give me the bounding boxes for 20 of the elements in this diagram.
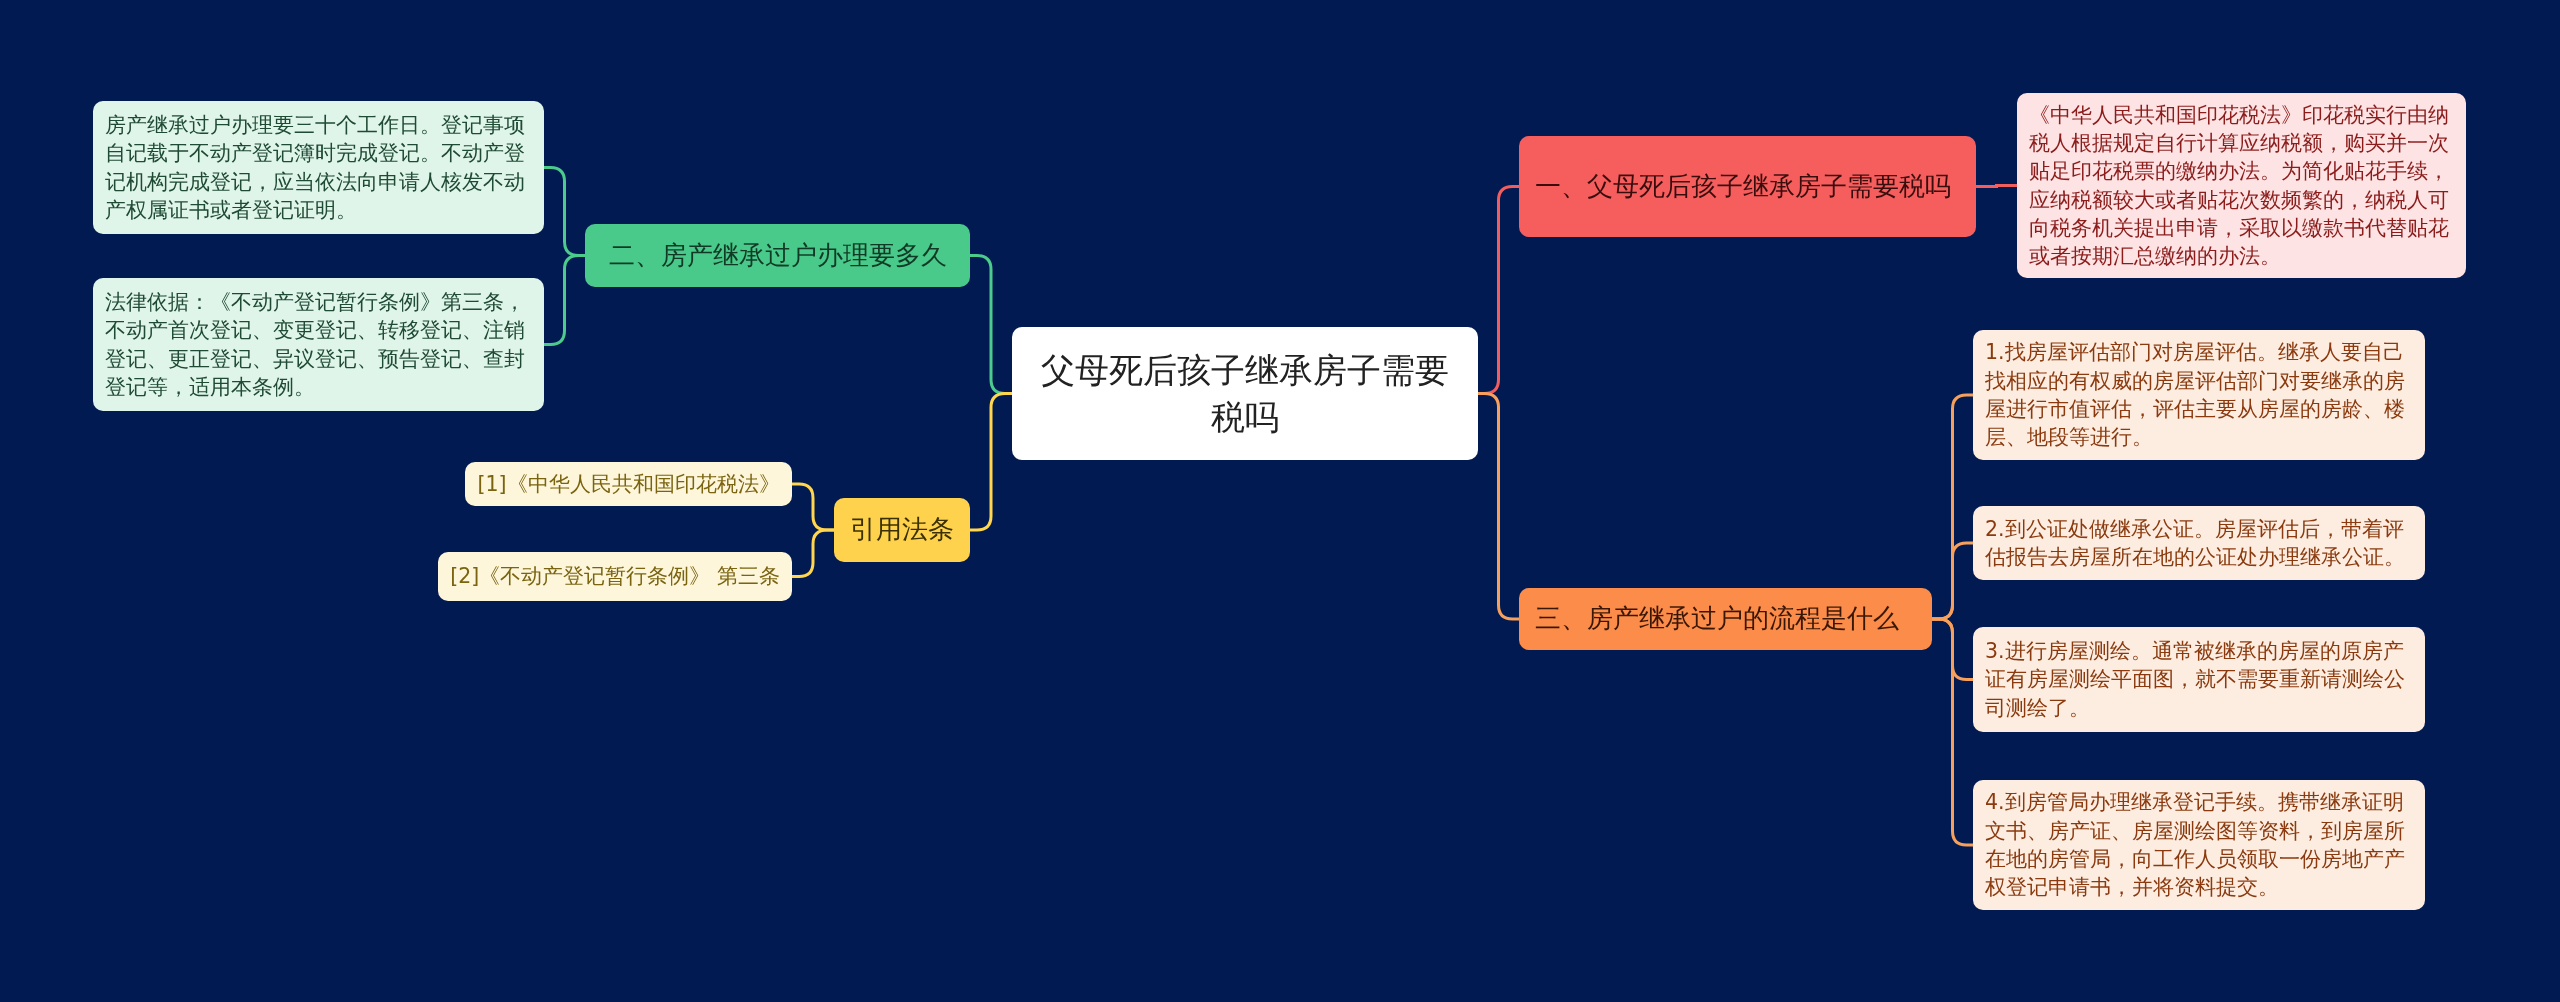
topic-box: 父母死后孩子继承房子需要税吗 (1012, 327, 1478, 460)
reference-box: [2]《不动产登记暂行条例》 第三条 (438, 552, 792, 601)
note-box: 2.到公证处做继承公证。房屋评估后，带着评估报告去房屋所在地的公证处办理继承公证。 (1973, 506, 2425, 580)
branch-box: 一、父母死后孩子继承房子需要税吗 (1519, 136, 1976, 237)
note-box: 3.进行房屋测绘。通常被继承的房屋的原房产证有房屋测绘平面图，就不需要重新请测绘公司测绘了。 (1973, 627, 2425, 732)
note-box: 《中华人民共和国印花税法》印花税实行由纳税人根据规定自行计算应纳税额，购买并一次贴足印花税票的缴纳办法。为简化贴花手续，应纳税额较大或者贴花次数频繁的，纳税人可向税务机关提出申请，采取以缴款书代替贴花或者按期汇总缴纳的办法。 (2017, 93, 2466, 278)
connector-line (970, 392, 1012, 532)
connector-line (544, 254, 585, 346)
branch-box: 引用法条 (834, 498, 970, 562)
connector-line (1976, 184, 2017, 188)
note-box: 房产继承过户办理要三十个工作日。登记事项自记载于不动产登记簿时完成登记。不动产登记机构完成登记，应当依法向申请人核发不动产权属证书或者登记证明。 (93, 101, 544, 234)
connector-line (792, 528, 834, 578)
note-box: 1.找房屋评估部门对房屋评估。继承人要自己找相应的有权威的房屋评估部门对要继承的房屋进行市值评估，评估主要从房屋的房龄、楼层、地段等进行。 (1973, 330, 2425, 460)
connector-line (1932, 617, 1973, 847)
reference-box: [1]《中华人民共和国印花税法》 (465, 462, 792, 506)
note-box: 4.到房管局办理继承登记手续。携带继承证明文书、房产证、房屋测绘图等资料，到房屋所在地的房管局，向工作人员领取一份房地产产权登记申请书，并将资料提交。 (1973, 780, 2425, 910)
note-box: 法律依据：《不动产登记暂行条例》第三条，不动产首次登记、变更登记、转移登记、注销登记、更正登记、异议登记、预告登记、查封登记等，适用本条例。 (93, 278, 544, 411)
branch-box: 二、房产继承过户办理要多久 (585, 224, 970, 287)
branch-box: 三、房产继承过户的流程是什么 (1519, 588, 1932, 650)
connector-line (1478, 392, 1519, 621)
